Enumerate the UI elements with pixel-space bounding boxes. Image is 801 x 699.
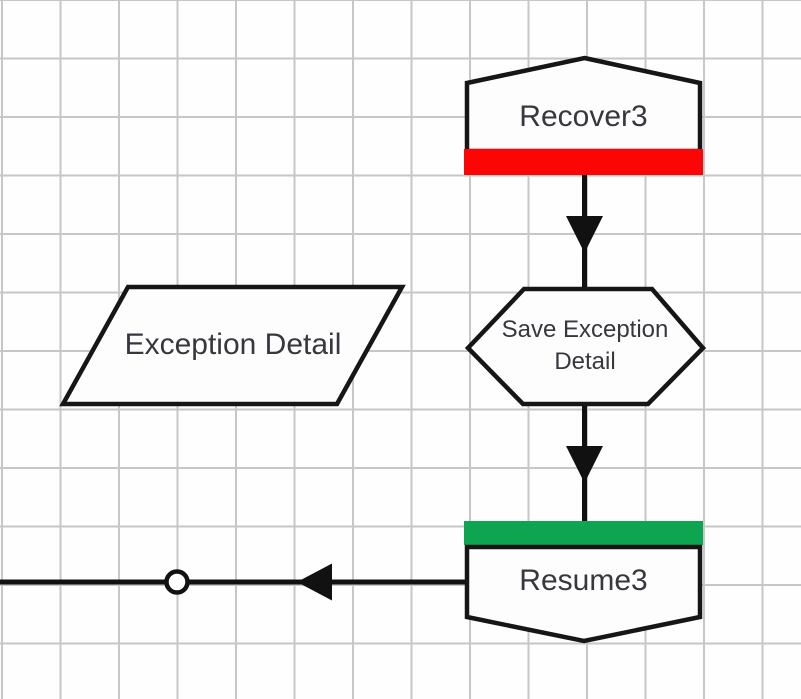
save-exception-stage-shape[interactable]	[464, 286, 707, 407]
link-node-circle[interactable]	[164, 569, 190, 595]
arrowhead-down-resume-link-icon	[566, 446, 603, 483]
resume-stage-status-bar	[464, 521, 703, 545]
recover-stage-shape[interactable]	[464, 55, 703, 154]
arrowhead-down-recover-link-icon	[566, 216, 603, 253]
exception-detail-data-item-shape[interactable]	[59, 284, 406, 407]
recover-stage-status-bar	[464, 149, 703, 175]
arrowhead-left-resume-link-icon	[297, 563, 332, 601]
resume-stage-shape[interactable]	[464, 544, 703, 644]
